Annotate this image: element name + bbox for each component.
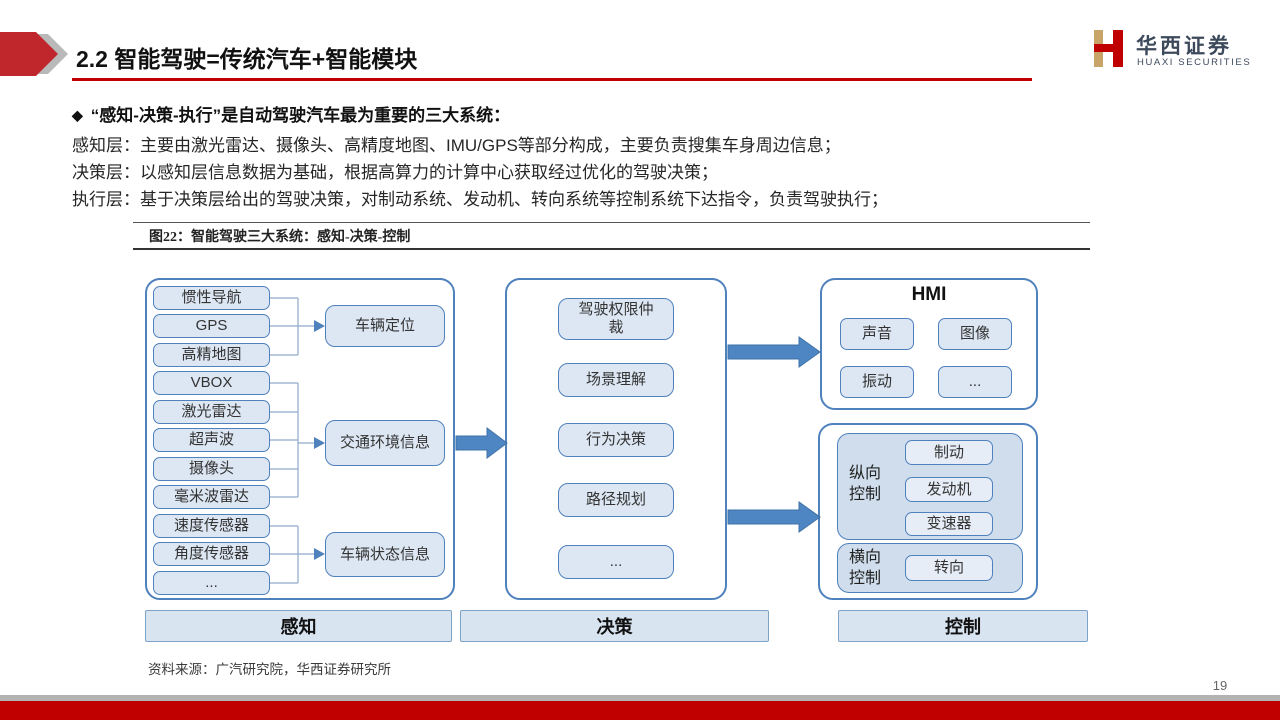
sensor-box: 角度传感器	[153, 542, 270, 566]
decision-box: ...	[558, 545, 674, 579]
output-box-vehicle-state: 车辆状态信息	[325, 532, 445, 577]
control-box-engine: 发动机	[905, 477, 993, 502]
sensor-box: 摄像头	[153, 457, 270, 481]
body-line-execution: 执行层：基于决策层给出的驾驶决策，对制动系统、发动机、转向系统等控制系统下达指令…	[72, 190, 888, 209]
hmi-box: 声音	[840, 318, 914, 350]
hmi-box: 图像	[938, 318, 1012, 350]
hmi-box: ...	[938, 366, 1012, 398]
page-number: 19	[1212, 678, 1228, 693]
control-box-transmission: 变速器	[905, 512, 993, 536]
source-attribution: 资料来源：广汽研究院，华西证券研究所	[148, 662, 391, 677]
control-box-steering: 转向	[905, 555, 993, 581]
decision-box: 行为决策	[558, 423, 674, 457]
decision-box: 路径规划	[558, 483, 674, 517]
sensor-box: 高精地图	[153, 343, 270, 367]
lateral-control-label: 横向控制	[848, 549, 881, 587]
sensor-box: 激光雷达	[153, 400, 270, 424]
sensor-box: 超声波	[153, 428, 270, 452]
footer-red-bar	[0, 701, 1280, 720]
title-underline	[72, 78, 1032, 81]
huaxi-logo: 华西证券 HUAXI SECURITIES	[1090, 26, 1270, 74]
bullet-headline-text: “感知-决策-执行”是自动驾驶汽车最为重要的三大系统：	[90, 106, 511, 125]
footer-gray-rule	[0, 695, 1280, 701]
sensor-box: VBOX	[153, 371, 270, 395]
hmi-title: HMI	[911, 284, 947, 305]
figure-caption: 图22：智能驾驶三大系统：感知-决策-控制	[133, 222, 1090, 250]
stage-label-perception: 感知	[145, 610, 452, 642]
longitudinal-control-label: 纵向控制	[848, 465, 881, 503]
bullet-headline: ◆ “感知-决策-执行”是自动驾驶汽车最为重要的三大系统：	[72, 101, 510, 126]
page-title: 2.2 智能驾驶=传统汽车+智能模块	[76, 46, 418, 72]
figure-diagram: 惯性导航 GPS 高精地图 VBOX 激光雷达 超声波 摄像头 毫米波雷达 速度…	[140, 260, 1090, 650]
sensor-box: GPS	[153, 314, 270, 338]
stage-label-control: 控制	[838, 610, 1088, 642]
sensor-box: 惯性导航	[153, 286, 270, 310]
decision-box: 驾驶权限仲裁	[558, 298, 674, 340]
diamond-bullet-icon: ◆	[72, 107, 83, 123]
output-box-vehicle-positioning: 车辆定位	[325, 305, 445, 347]
huaxi-logo-mark-icon	[1090, 28, 1128, 68]
stage-label-decision: 决策	[460, 610, 769, 642]
output-box-traffic-environment: 交通环境信息	[325, 420, 445, 466]
sensor-box: ...	[153, 571, 270, 595]
body-line-perception: 感知层：主要由激光雷达、摄像头、高精度地图、IMU/GPS等部分构成，主要负责搜…	[72, 136, 841, 155]
sensor-box: 速度传感器	[153, 514, 270, 538]
logo-name-en: HUAXI SECURITIES	[1137, 57, 1252, 68]
sensor-box: 毫米波雷达	[153, 485, 270, 509]
logo-name-cn: 华西证券	[1136, 35, 1232, 58]
decision-box: 场景理解	[558, 363, 674, 397]
body-line-decision: 决策层：以感知层信息数据为基础，根据高算力的计算中心获取经过优化的驾驶决策；	[72, 163, 718, 182]
hmi-box: 振动	[840, 366, 914, 398]
control-box-brake: 制动	[905, 440, 993, 465]
